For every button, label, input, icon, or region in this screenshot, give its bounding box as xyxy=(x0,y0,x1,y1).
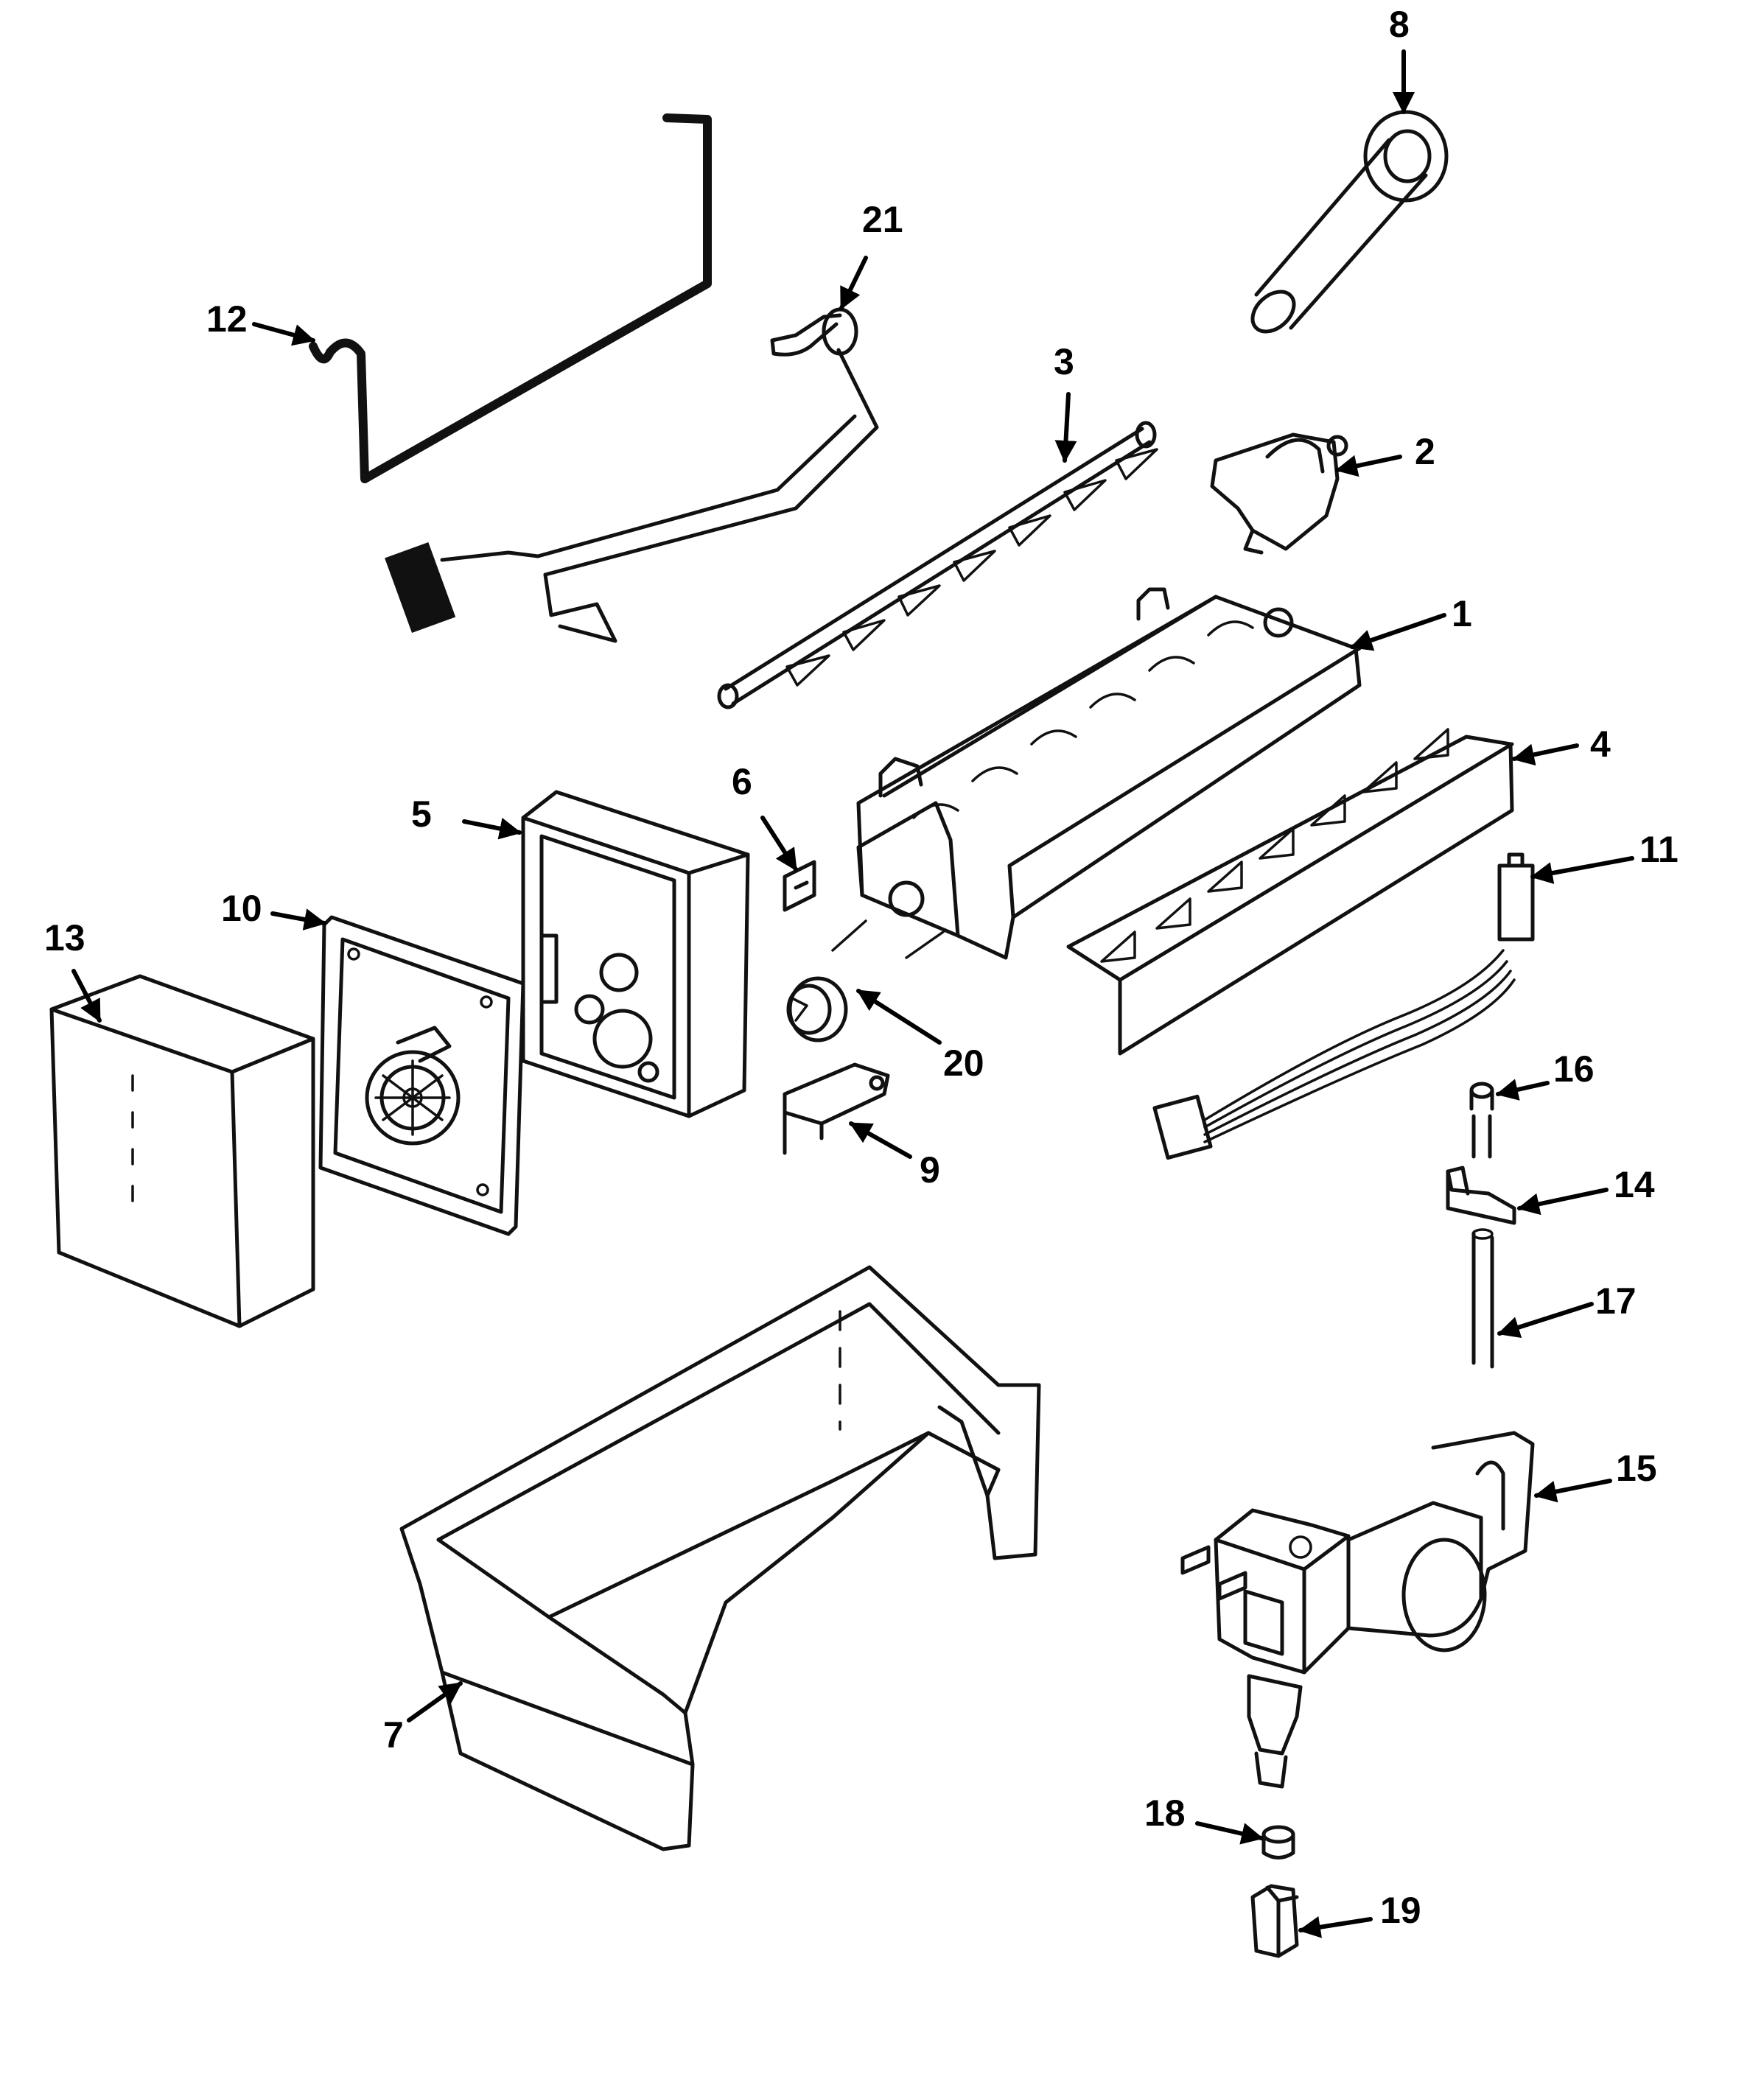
shutoff-linkage-part xyxy=(385,307,879,643)
callout-16: 16 xyxy=(1553,1048,1595,1090)
clip-part xyxy=(783,860,816,912)
shutoff-arm-wire-part xyxy=(309,113,712,483)
callout-18: 18 xyxy=(1144,1792,1186,1834)
thermostat-part xyxy=(786,919,945,1042)
stripper-part xyxy=(1066,728,1514,1056)
bracket-part xyxy=(783,1062,890,1155)
callout-3: 3 xyxy=(1054,341,1074,382)
callout-4: 4 xyxy=(1590,723,1611,765)
wire-harness-part xyxy=(1152,852,1535,1160)
motor-gear-plate-part xyxy=(318,915,525,1236)
cam-cover-part xyxy=(1210,432,1348,555)
callout-11: 11 xyxy=(1639,829,1679,870)
callout-8: 8 xyxy=(1389,4,1410,45)
tube-clamp-part xyxy=(1446,1166,1516,1225)
callout-7: 7 xyxy=(383,1714,404,1756)
fill-tube-part xyxy=(1250,110,1449,334)
mounting-plate-part xyxy=(521,790,750,1118)
callout-21: 21 xyxy=(862,199,903,240)
ice-bin-part xyxy=(399,1265,1041,1851)
callout-19: 19 xyxy=(1380,1890,1421,1931)
module-cover-part xyxy=(49,974,315,1328)
tube-fitting-part xyxy=(1469,1082,1494,1159)
water-valve-part xyxy=(1180,1431,1535,1789)
callout-1: 1 xyxy=(1452,593,1472,634)
water-tube-part xyxy=(1471,1228,1494,1369)
callout-6: 6 xyxy=(732,761,752,802)
callout-20: 20 xyxy=(943,1042,984,1084)
callout-17: 17 xyxy=(1595,1280,1637,1322)
ferrule-part xyxy=(1261,1825,1295,1860)
ejector-part xyxy=(717,421,1158,709)
callout-14: 14 xyxy=(1614,1164,1655,1205)
callout-13: 13 xyxy=(44,917,85,958)
callout-labels: 1 2 3 4 5 6 7 8 9 10 11 12 13 14 15 16 1… xyxy=(44,4,1679,1931)
callout-5: 5 xyxy=(411,793,432,835)
callout-2: 2 xyxy=(1415,431,1435,472)
callout-10: 10 xyxy=(221,888,262,929)
callout-12: 12 xyxy=(206,298,248,340)
compression-nut-part xyxy=(1250,1884,1299,1958)
callout-leaders xyxy=(71,49,1634,1938)
callout-9: 9 xyxy=(920,1149,940,1191)
ice-mold-part xyxy=(856,587,1362,960)
callout-15: 15 xyxy=(1616,1448,1657,1489)
